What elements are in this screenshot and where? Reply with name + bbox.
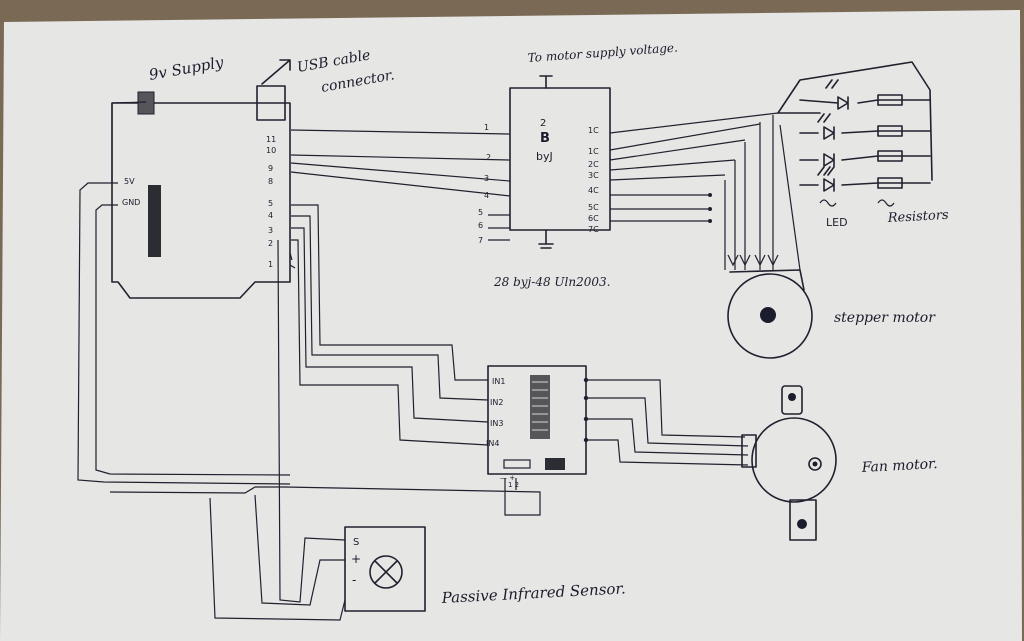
uln-out-5: 5C xyxy=(588,203,599,212)
uln-in-1: 1 xyxy=(484,123,489,132)
usb-port xyxy=(256,85,286,121)
pir-pin-minus: - xyxy=(352,573,356,587)
pin-2-label: 2 xyxy=(268,239,273,248)
pin-3-label: 3 xyxy=(268,226,273,235)
uln-in-7: 7 xyxy=(478,236,483,245)
pin-5v-label: 5V xyxy=(124,177,135,186)
stepper-label: stepper motor xyxy=(834,310,936,326)
fan-motor xyxy=(741,385,837,541)
driver-top-text-3: byJ xyxy=(536,150,553,163)
pin-1-label: 1 xyxy=(268,260,273,269)
uln-in-2: 2 xyxy=(486,153,491,162)
resistors-label: Resistors xyxy=(886,208,949,226)
stepper-motor xyxy=(727,269,813,359)
uln-out-4: 4C xyxy=(588,186,599,195)
uln-output-labels: 1C 1C 2C 3C 4C 5C 6C 7C xyxy=(588,126,599,234)
microcontroller-chip xyxy=(148,185,161,257)
md-in3-label: IN3 xyxy=(490,419,503,428)
signal-wires-uln xyxy=(290,129,511,241)
uln-out-7: 7C xyxy=(588,225,599,234)
pir-lens-icon xyxy=(374,560,398,584)
pin-4-label: 4 xyxy=(268,211,273,220)
uln-out-1: 1C xyxy=(588,147,599,156)
md-in2-label: IN2 xyxy=(490,398,503,407)
led-resistor-cluster xyxy=(777,61,933,207)
fan-shaft-icon xyxy=(808,457,822,471)
fan-label: Fan motor. xyxy=(860,456,938,476)
resistor-2-icon xyxy=(877,125,903,137)
digital-pin-labels: 11 10 9 8 5 4 3 2 1 xyxy=(266,135,276,269)
power-rails xyxy=(77,101,541,621)
led-4-icon xyxy=(823,178,835,192)
uln-out-2: 2C xyxy=(588,160,599,169)
heatsink-icon xyxy=(530,375,550,439)
pir-pin-s: S xyxy=(353,537,359,548)
pir-pin-plus: + xyxy=(351,552,361,566)
uln-in-4: 4 xyxy=(484,191,489,200)
pir-sensor: S + - xyxy=(344,526,426,612)
uln-output-wires xyxy=(609,112,779,222)
led-2-icon xyxy=(823,126,835,140)
stepper-wires xyxy=(724,115,801,271)
jumper-block-icon xyxy=(545,458,565,470)
arduino-board: 5V GND 11 10 9 8 5 4 3 2 1 xyxy=(111,85,291,299)
pin-11-label: 11 xyxy=(266,135,276,144)
resistor-4-icon xyxy=(877,177,903,189)
motor-driver-input-labels: IN1 IN2 IN3 IN4 xyxy=(486,377,505,448)
pin-9-label: 9 xyxy=(268,164,273,173)
resistor-symbols xyxy=(877,94,903,189)
md-in4-label: IN4 xyxy=(486,439,499,448)
led-symbols xyxy=(817,79,849,192)
led-3-icon xyxy=(823,153,835,167)
pin-5-label: 5 xyxy=(268,199,273,208)
led-1-icon xyxy=(837,96,849,110)
motor-driver-board: IN1 IN2 IN3 IN4 xyxy=(486,365,589,475)
uln-out-0: 1C xyxy=(588,126,599,135)
md-power-pin-labels: 1 2 xyxy=(508,481,519,489)
driver-top-text-2: B xyxy=(540,131,550,146)
stepper-shaft-icon xyxy=(760,307,776,323)
pin-gnd-label: GND xyxy=(122,198,140,207)
uln-output-dots xyxy=(708,193,712,223)
uln-out-6: 6C xyxy=(588,214,599,223)
power-jack xyxy=(137,91,155,115)
driver-top-text-1: 2 xyxy=(540,118,546,129)
fan-wires xyxy=(586,379,749,466)
uln-in-6: 6 xyxy=(478,221,483,230)
led-label: LED xyxy=(826,216,848,229)
pin-8-label: 8 xyxy=(268,177,273,186)
uln2003-driver: 2 B byJ 1 2 3 4 5 6 7 1C 1C 2C 3C 4C 5C … xyxy=(478,75,611,249)
fan-mount-top xyxy=(781,385,803,415)
pin-10-label: 10 xyxy=(266,146,276,155)
uln-out-3: 3C xyxy=(588,171,599,180)
usb-arrow xyxy=(261,59,291,85)
jumper-pins-icon xyxy=(503,459,531,469)
uln-in-5: 5 xyxy=(478,208,483,217)
signal-wires-motor-driver xyxy=(291,204,489,446)
resistor-3-icon xyxy=(877,150,903,162)
driver-name-label: 28 byj-48 Uln2003. xyxy=(493,275,610,289)
md-in1-label: IN1 xyxy=(492,377,505,386)
resistor-1-icon xyxy=(877,94,903,106)
fan-mount-bottom xyxy=(789,499,817,541)
md-power-pins: — + xyxy=(500,474,515,482)
